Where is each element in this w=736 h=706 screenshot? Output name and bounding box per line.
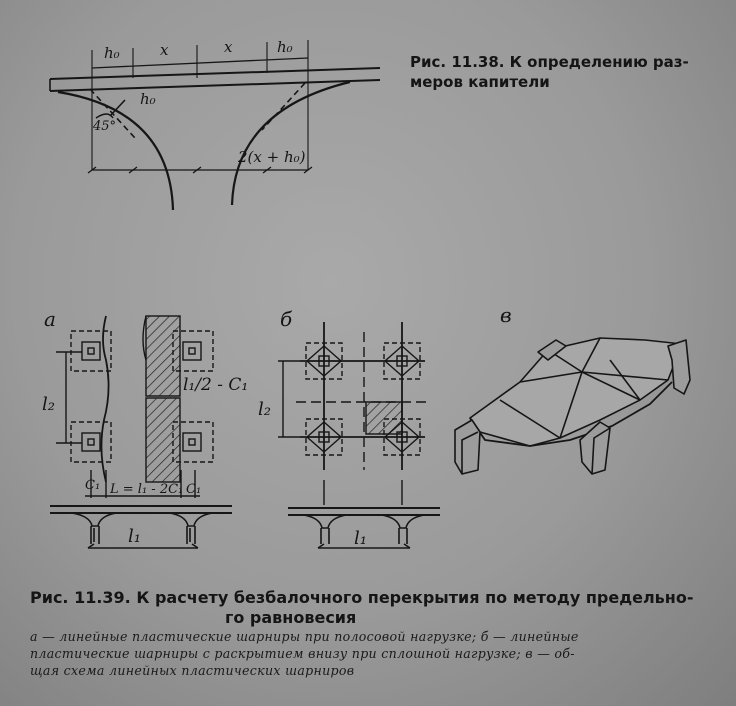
panel-a-label-c1-right: C₁ — [186, 482, 201, 497]
panel-v-letter: в — [500, 303, 512, 327]
fig39-legend-line2: пластические шарниры с раскрытием внизу … — [30, 646, 575, 661]
fig39-caption-line2: го равновесия — [225, 608, 357, 627]
fig39-caption-line1: Рис. 11.39. К расчету безбалочного перек… — [30, 588, 694, 607]
fig39-caption: Рис. 11.39. К расчету безбалочного перек… — [30, 588, 730, 628]
fig38-label-h0-right: h₀ — [277, 38, 293, 56]
fig38-capital-right — [230, 80, 351, 206]
fig38-slab-top — [49, 67, 381, 80]
fig38-caption-line2: меров капители — [410, 73, 550, 91]
panel-b-section — [288, 507, 440, 549]
panel-b-letter: б — [280, 307, 293, 331]
fig38-label-x-right: x — [224, 38, 233, 56]
fig38-label-width: 2(x + h₀) — [237, 148, 306, 166]
panel-a-section — [50, 505, 232, 549]
fig38-capital-left — [57, 90, 175, 211]
panel-b-label-l1: l₁ — [354, 528, 367, 549]
panel-a-label-l2: l₂ — [42, 394, 55, 415]
fig39-legend-line3: щая схема линейных пластических шарниров — [30, 663, 355, 678]
panel-a-letter: а — [44, 307, 56, 331]
panel-b-plan — [278, 322, 430, 505]
fig38-top-dim-line — [91, 57, 309, 69]
panel-a-label-strip: l₁/2 - C₁ — [183, 375, 248, 395]
panel-a-label-l1: l₁ — [128, 526, 141, 547]
panel-b-label-l2: l₂ — [258, 399, 271, 420]
panel-a-label-c1-left: C₁ — [85, 478, 100, 493]
fig38-label-h0-left: h₀ — [104, 44, 120, 62]
fig38-diagram — [49, 40, 381, 211]
fig38-caption: Рис. 11.38. К определению раз- меров кап… — [410, 52, 710, 92]
fig38-label-angle: 45° — [92, 119, 116, 134]
fig39-legend-line1: а — линейные пластические шарниры при по… — [30, 629, 579, 644]
fig38-label-h0-diag: h₀ — [140, 90, 156, 108]
panel-a-plan — [56, 315, 214, 498]
panel-a-label-span: L = l₁ - 2C₁ — [109, 482, 183, 497]
fig38-slab-bottom — [49, 79, 381, 92]
fig39-legend: а — линейные пластические шарниры при по… — [30, 628, 730, 679]
fig38-label-x-left: x — [160, 41, 169, 59]
panel-v-axonometric — [454, 337, 691, 475]
fig38-caption-line1: Рис. 11.38. К определению раз- — [410, 53, 689, 71]
